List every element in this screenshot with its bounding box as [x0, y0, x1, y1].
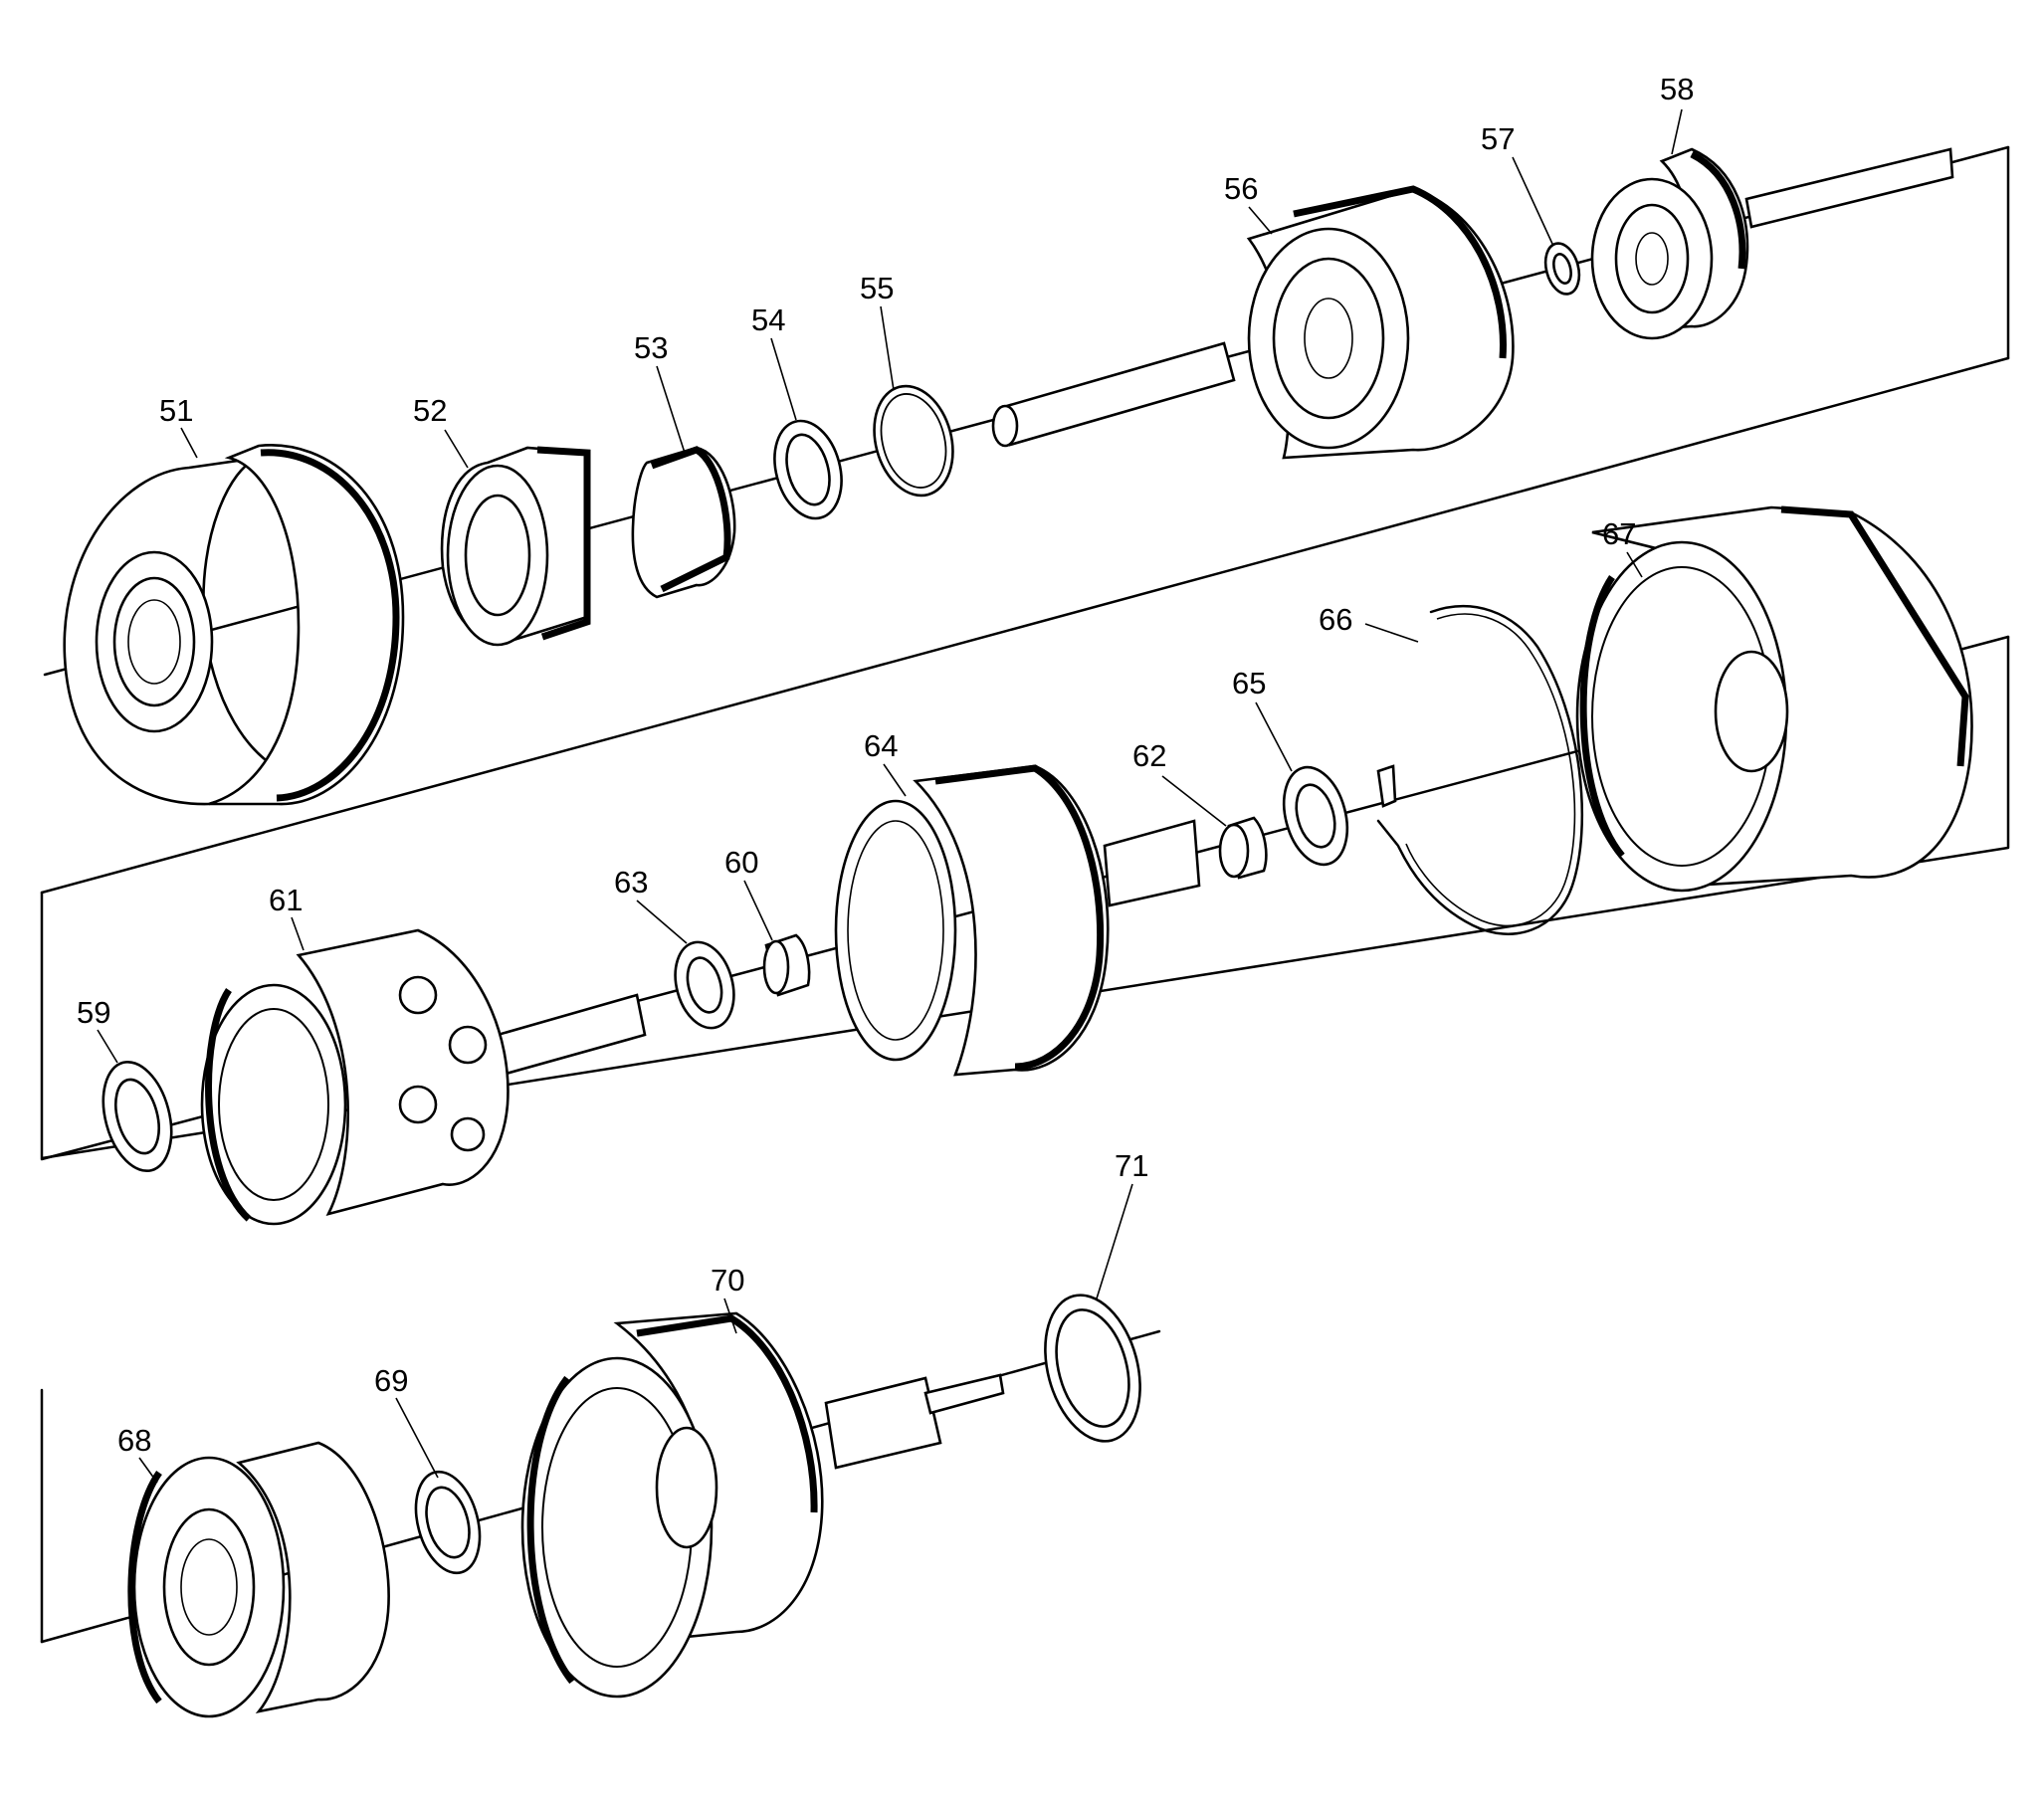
label-65: 65	[1232, 666, 1266, 700]
leader-71	[1096, 1183, 1133, 1300]
label-57: 57	[1481, 121, 1515, 156]
leader-58	[1671, 108, 1683, 155]
label-61: 61	[269, 883, 303, 917]
part-61-perforated-drum	[200, 928, 647, 1226]
leader-lines	[97, 108, 1683, 1484]
label-54: 54	[751, 302, 785, 337]
part-57-small-ring	[1543, 242, 1581, 296]
part-58-gear-with-shaft	[1590, 147, 1954, 340]
part-52-planetary-carrier	[440, 446, 591, 647]
label-70: 70	[711, 1263, 744, 1298]
leader-59	[97, 1029, 118, 1064]
middle-upper-edge	[40, 488, 1530, 895]
part-51-clutch-housing	[63, 443, 405, 806]
part-71-ring-seal	[1044, 1294, 1141, 1443]
leader-60	[743, 880, 773, 941]
label-59: 59	[77, 995, 110, 1030]
part-60-bushing	[762, 933, 811, 997]
leader-70	[723, 1298, 737, 1334]
label-60: 60	[724, 845, 758, 880]
label-53: 53	[634, 330, 668, 365]
leader-55	[880, 305, 895, 391]
part-67-clutch-assembly	[1575, 505, 1973, 893]
part-64-clutch-drum	[834, 764, 1201, 1077]
label-67: 67	[1602, 516, 1636, 551]
part-54-thrust-washer	[773, 419, 843, 520]
leader-66	[1364, 623, 1419, 643]
leader-63	[636, 900, 688, 944]
leader-67	[1626, 551, 1643, 578]
part-55-snap-ring	[873, 384, 954, 498]
leader-56	[1248, 206, 1273, 235]
leader-54	[770, 337, 797, 421]
label-55: 55	[860, 271, 894, 305]
top-lower-panel-edge	[1526, 356, 2010, 492]
label-66: 66	[1319, 602, 1352, 637]
label-71: 71	[1115, 1148, 1148, 1183]
label-52: 52	[413, 393, 447, 428]
label-62: 62	[1132, 738, 1166, 773]
leader-64	[883, 763, 907, 797]
leader-57	[1512, 156, 1553, 245]
part-65-seal-washer	[1282, 765, 1349, 867]
leader-62	[1161, 775, 1227, 827]
part-70-clutch-drum-and-shaft	[520, 1311, 1005, 1699]
part-66-large-snap-ring	[1376, 604, 1583, 935]
label-69: 69	[374, 1363, 408, 1398]
part-labels: 51 52 53 54 55 56 57 58 59 60 61 62 63 6…	[77, 72, 1694, 1458]
leader-51	[180, 427, 198, 459]
leader-69	[395, 1397, 439, 1479]
leader-61	[291, 916, 305, 951]
leader-53	[656, 365, 686, 454]
label-58: 58	[1660, 72, 1694, 106]
label-63: 63	[614, 865, 648, 900]
part-69-washer	[414, 1470, 482, 1575]
part-53-sun-gear	[631, 446, 736, 599]
label-51: 51	[159, 393, 193, 428]
leader-68	[138, 1457, 158, 1484]
part-62-ring	[1218, 816, 1268, 880]
part-68-planetary-carrier	[127, 1441, 390, 1718]
label-64: 64	[864, 728, 898, 763]
part-63-washer	[674, 940, 735, 1030]
label-68: 68	[117, 1423, 151, 1458]
leader-65	[1255, 701, 1293, 772]
part-59-bearing	[102, 1060, 173, 1173]
part-56-shaft-and-drum	[991, 185, 1515, 460]
label-56: 56	[1224, 171, 1258, 206]
leader-52	[444, 429, 469, 469]
